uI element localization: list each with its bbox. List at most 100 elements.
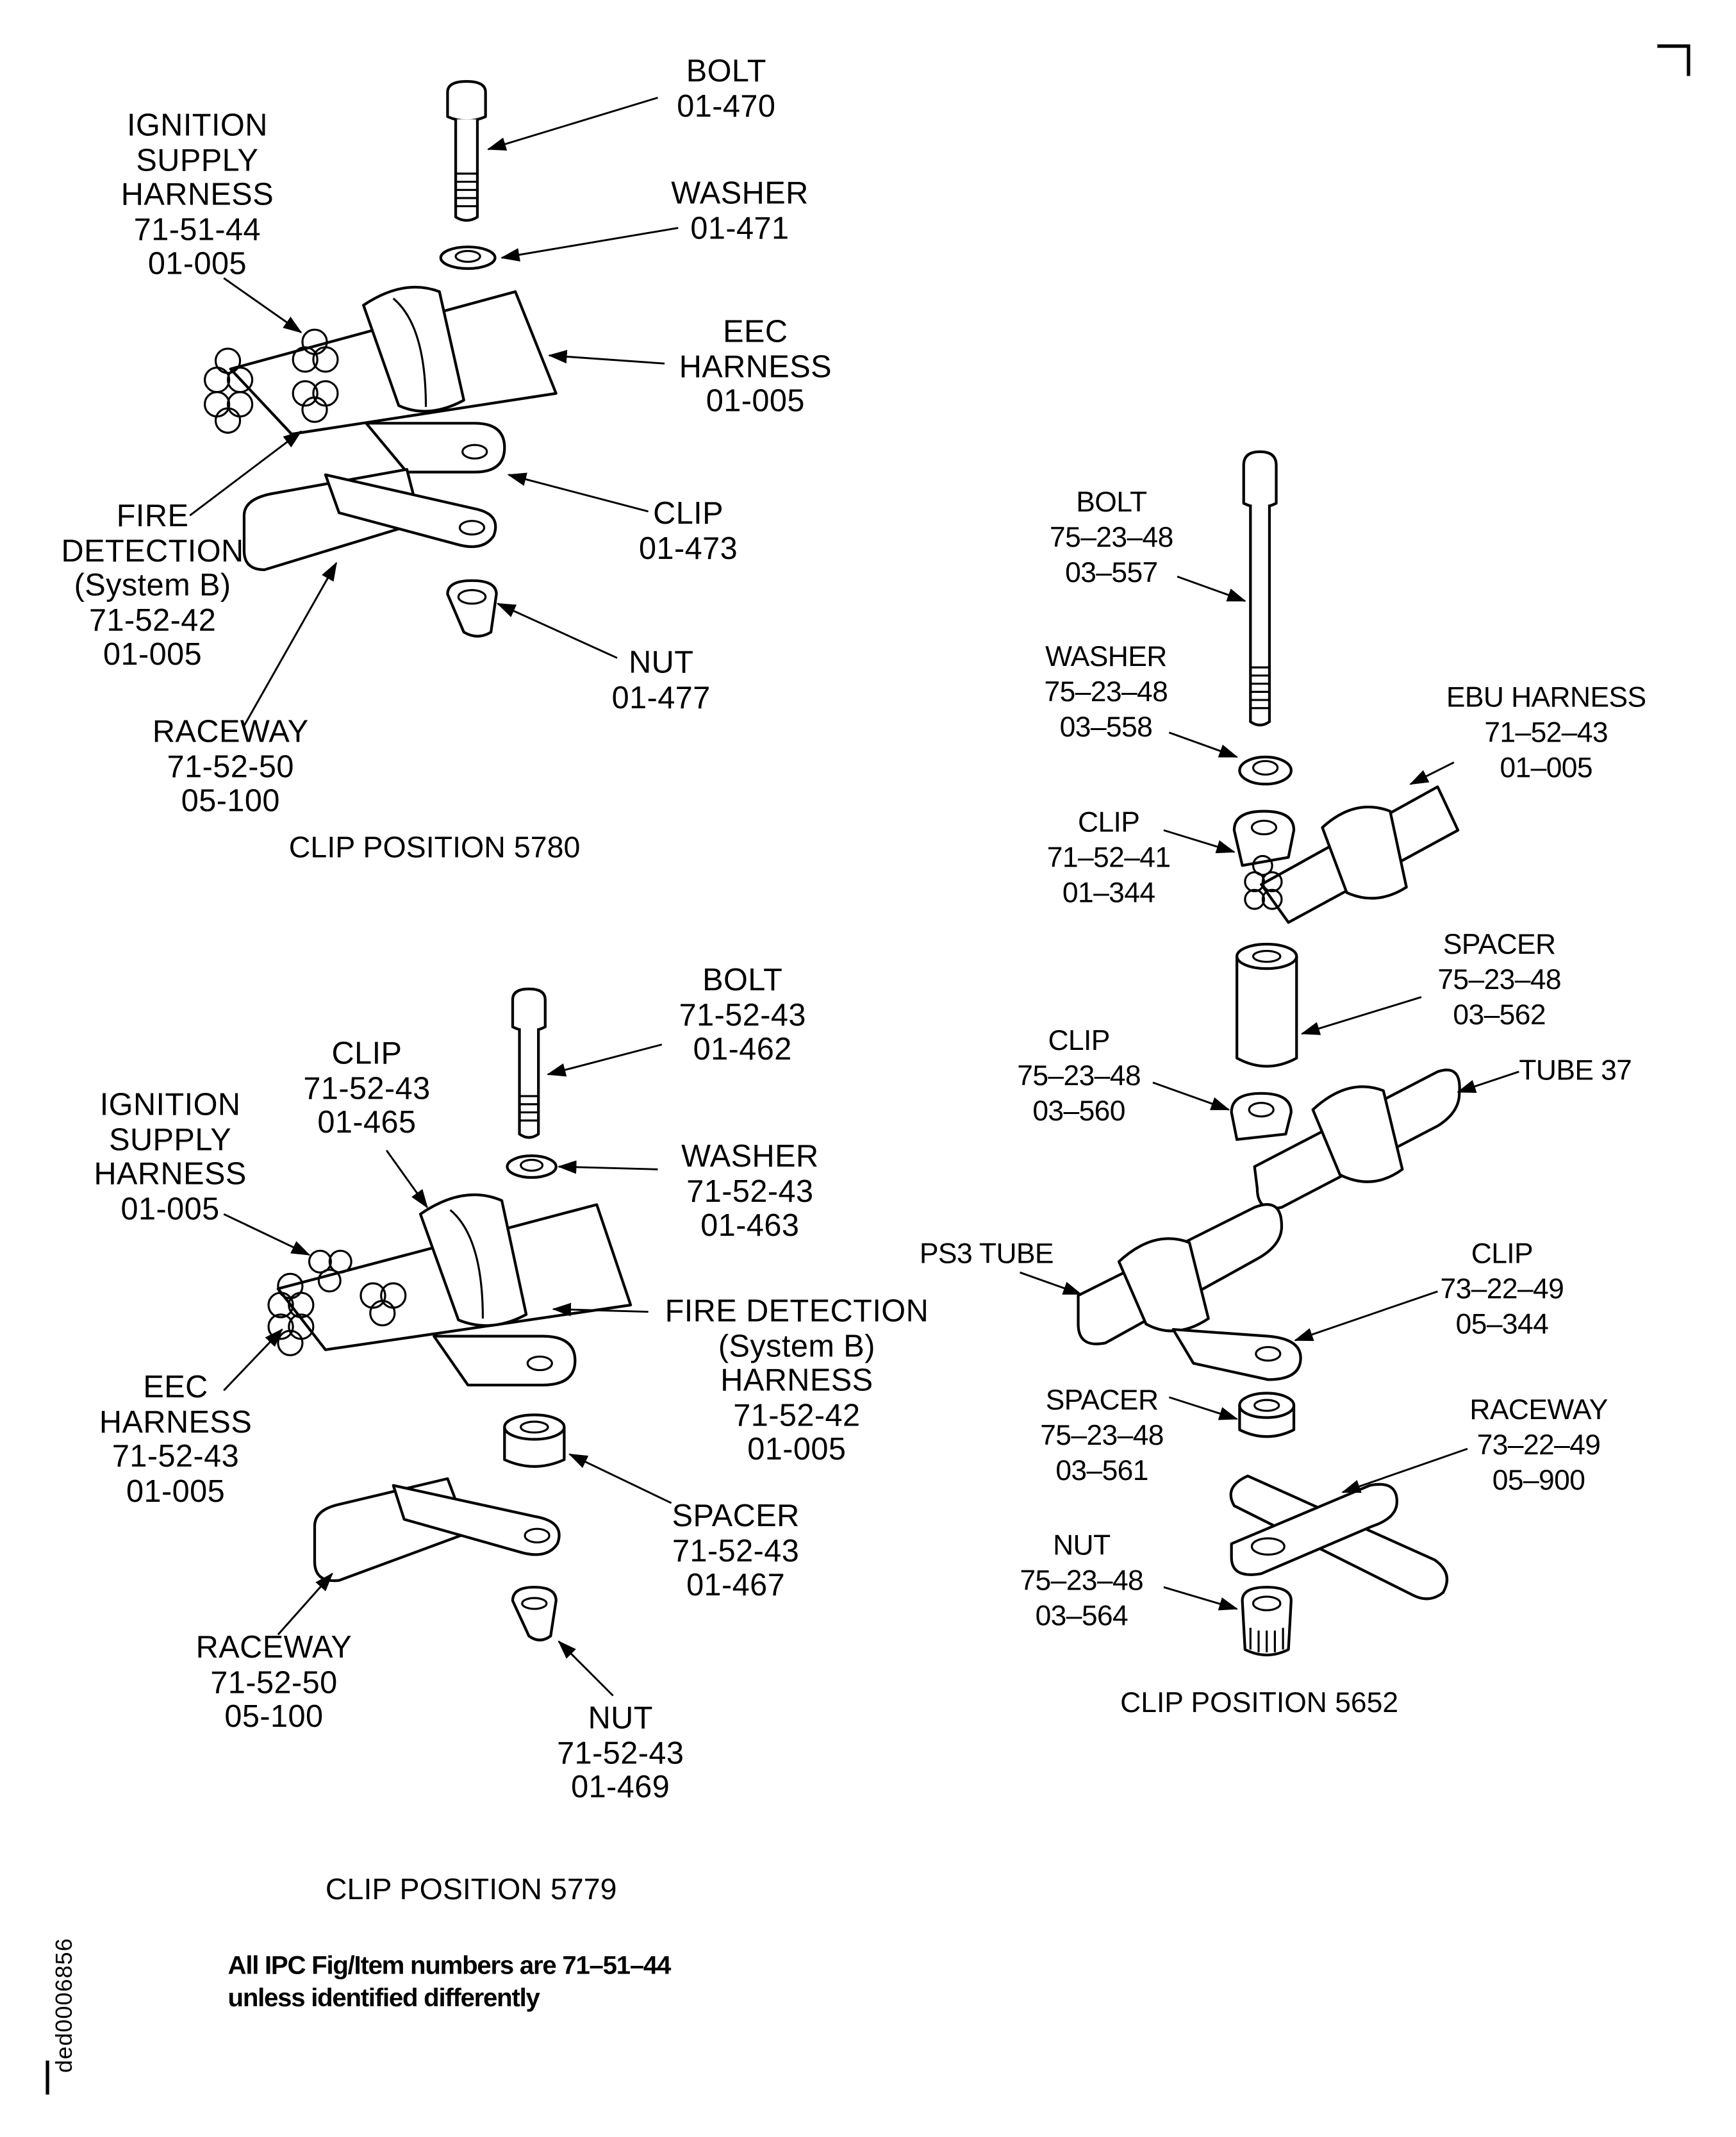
part-name: RACEWAY — [195, 1629, 352, 1665]
fig-number: 73–22–49 — [1476, 1429, 1601, 1461]
part-name: FIRE DETECTION — [665, 1292, 929, 1328]
label-5652-spacer-short: SPACER 75–23–48 03–561 — [1024, 1384, 1180, 1490]
fig-number: 71-52-43 — [679, 996, 806, 1032]
caption-clip-position-5652: CLIP POSITION 5652 — [1120, 1687, 1399, 1719]
part-name: CLIP — [1078, 807, 1140, 838]
caption-clip-position-5779: CLIP POSITION 5779 — [325, 1872, 617, 1906]
part-number: 03–564 — [1035, 1601, 1128, 1633]
part-number: 05-100 — [224, 1698, 324, 1734]
part-name: PS3 TUBE — [919, 1238, 1054, 1270]
fig-number: 75–23–48 — [1020, 1565, 1144, 1597]
part-number: 01-471 — [690, 209, 789, 245]
label-5779-ignition-harness: IGNITION SUPPLY HARNESS 01-005 — [79, 1087, 262, 1226]
washer-icon — [441, 247, 495, 269]
ebu-harness-clip-icon — [1234, 787, 1458, 923]
part-number: 01-469 — [571, 1768, 670, 1804]
part-name: SPACER — [672, 1497, 800, 1533]
part-name: SPACER — [1045, 1384, 1159, 1417]
part-name: NUT — [629, 644, 694, 680]
part-name: EBU HARNESS — [1446, 682, 1646, 714]
label-5652-washer: WASHER 75–23–48 03–558 — [1028, 640, 1184, 746]
fig-number: 71-52-50 — [167, 748, 294, 784]
raceway-icon — [1231, 1476, 1447, 1599]
spacer-long-icon — [1237, 944, 1296, 1066]
harness-bundle-icon — [269, 1195, 631, 1355]
part-name: HARNESS — [679, 347, 832, 383]
part-number: 01-477 — [611, 679, 711, 715]
label-5652-ebu-harness: EBU HARNESS 71–52–43 01–005 — [1424, 681, 1668, 786]
spacer-icon — [504, 1415, 564, 1466]
label-5779-bolt: BOLT 71-52-43 01-462 — [665, 963, 820, 1067]
part-name: TUBE 37 — [1519, 1055, 1632, 1087]
part-number: 01-470 — [677, 87, 776, 123]
label-5652-clip-tube37: CLIP 75–23–48 03–560 — [1001, 1024, 1157, 1130]
fig-number: 71–52–41 — [1046, 842, 1171, 874]
label-5780-raceway: RACEWAY 71-52-50 05-100 — [136, 714, 326, 819]
fig-number: 71-52-43 — [672, 1532, 800, 1568]
part-number: 05–900 — [1492, 1465, 1585, 1497]
label-5780-bolt: BOLT 01-470 — [662, 54, 791, 124]
part-name: HARNESS — [99, 1403, 252, 1439]
assembly-5780 — [190, 81, 678, 726]
label-5779-eec-harness: EEC HARNESS 71-52-43 01-005 — [84, 1369, 267, 1509]
part-name: BOLT — [1076, 486, 1147, 519]
bolt-icon — [447, 81, 485, 220]
leader-lines-5780 — [190, 97, 678, 726]
label-5652-spacer-long: SPACER 75–23–48 03–562 — [1421, 928, 1577, 1034]
part-name: HARNESS — [720, 1361, 873, 1397]
part-name: SUPPLY — [136, 142, 259, 178]
nut-icon — [447, 581, 496, 636]
document-id: ded0006856 — [51, 1938, 78, 2073]
raceway-icon — [244, 469, 495, 570]
part-name: (System B) — [718, 1327, 875, 1363]
nut-icon — [513, 1587, 556, 1640]
part-number: 03–561 — [1055, 1455, 1148, 1487]
label-5780-washer: WASHER 01-471 — [662, 176, 818, 245]
bolt-icon — [1244, 452, 1277, 725]
label-5652-bolt: BOLT 75–23–48 03–557 — [1034, 486, 1189, 592]
part-name: IGNITION — [127, 107, 268, 143]
crop-mark-top-right — [1657, 46, 1689, 76]
label-5780-eec-harness: EEC HARNESS 01-005 — [667, 314, 843, 419]
ps3-tube-clip-icon — [1079, 1204, 1301, 1379]
label-5779-fire-detection: FIRE DETECTION (System B) HARNESS 71-52-… — [651, 1292, 943, 1467]
part-number: 03–560 — [1032, 1096, 1125, 1127]
part-name: SPACER — [1443, 929, 1556, 961]
raceway-icon — [315, 1479, 559, 1581]
part-number: 01-005 — [147, 245, 247, 281]
part-name: WASHER — [1045, 642, 1167, 673]
fig-number: 71-51-44 — [133, 211, 261, 247]
part-number: 03–558 — [1059, 712, 1153, 744]
part-name: CLIP — [1048, 1025, 1110, 1057]
fig-number: 71-52-42 — [733, 1396, 861, 1432]
part-number: 01-462 — [693, 1031, 792, 1067]
label-5779-clip: CLIP 71-52-43 01-465 — [289, 1036, 445, 1140]
fig-number: 75–23–48 — [1044, 677, 1168, 708]
washer-icon — [508, 1156, 556, 1177]
fig-number: 71-52-43 — [303, 1069, 431, 1105]
label-5652-clip-ps3: CLIP 73–22–49 05–344 — [1424, 1237, 1580, 1343]
spacer-short-icon — [1239, 1393, 1294, 1437]
part-name: CLIP — [1471, 1238, 1533, 1270]
part-name: BOLT — [686, 53, 766, 88]
label-5652-raceway: RACEWAY 73–22–49 05–900 — [1454, 1393, 1624, 1499]
label-5652-tube37: TUBE 37 — [1519, 1054, 1632, 1089]
fig-number: 71-52-43 — [112, 1438, 240, 1474]
assembly-5652 — [1020, 452, 1519, 1655]
label-5780-fire-detection: FIRE DETECTION (System B) 71-52-42 01-00… — [54, 499, 251, 672]
fig-number: 71-52-50 — [210, 1663, 338, 1699]
clip-icon — [434, 1336, 575, 1385]
part-number: 01-005 — [706, 382, 805, 418]
part-number: 01-005 — [126, 1472, 226, 1508]
label-5780-nut: NUT 01-477 — [597, 645, 725, 715]
part-number: 01-467 — [686, 1567, 786, 1602]
label-5652-clip-ebu: CLIP 71–52–41 01–344 — [1030, 806, 1186, 911]
part-number: 01-465 — [317, 1104, 417, 1140]
part-name: WASHER — [681, 1138, 819, 1174]
part-name: DETECTION — [61, 532, 244, 568]
part-number: 03–562 — [1453, 999, 1546, 1031]
label-5779-nut: NUT 71-52-43 01-469 — [543, 1700, 699, 1805]
part-number: 01–005 — [1500, 753, 1592, 785]
fig-number: 71-52-43 — [686, 1172, 814, 1208]
